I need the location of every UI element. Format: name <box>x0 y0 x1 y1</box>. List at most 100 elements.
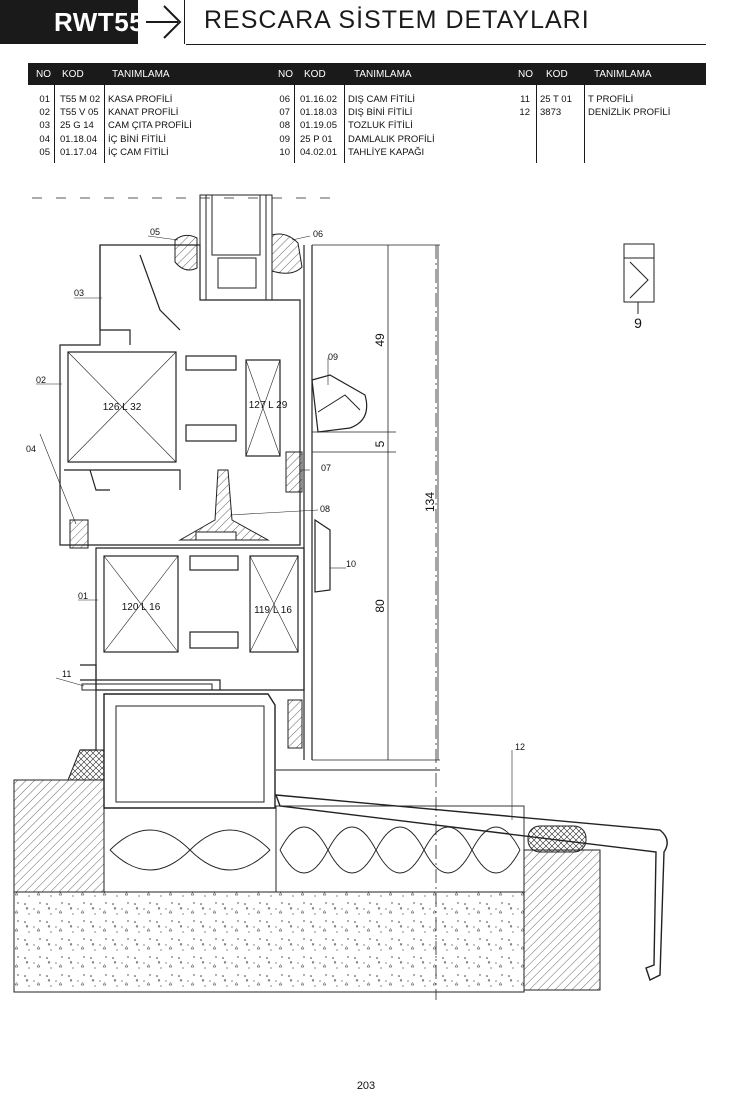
frame-profile <box>80 547 305 751</box>
wall-left <box>13 779 105 893</box>
no-column-1: 01 02 03 04 05 <box>34 93 50 159</box>
callout-label: 04 <box>26 444 36 454</box>
page-title: RESCARA SİSTEM DETAYLARI <box>204 6 590 34</box>
dimension-label: 49 <box>373 333 387 347</box>
callout-label: 01 <box>78 591 88 601</box>
table-cell: CAM ÇITA PROFİLİ <box>108 120 192 132</box>
table-cell: T PROFİLİ <box>588 94 634 105</box>
no-column-2: 06 07 08 09 10 <box>274 93 290 159</box>
table-body: 01 02 03 04 05 T55 M 02 T55 V 05 25 G 14… <box>28 85 706 163</box>
page-number: 203 <box>356 1080 376 1092</box>
table-cell: 25 T 01 <box>540 94 572 105</box>
kod-column-3: 25 T 01 3873 <box>540 93 572 119</box>
concrete-slab <box>13 891 525 993</box>
kod-column-2: 01.16.02 01.18.03 01.19.05 25 P 01 04.02… <box>300 93 337 159</box>
table-cell: 01.18.04 <box>60 133 97 145</box>
outer-glass-gasket <box>271 233 303 274</box>
chamber-label: 126 L 32 <box>103 402 142 413</box>
chamber-label: 120 L 16 <box>122 602 161 613</box>
inner-glass-gasket <box>174 234 198 271</box>
table-cell: 01.16.02 <box>300 94 337 105</box>
table-cell: 02 <box>39 107 50 119</box>
dimension-lines <box>312 244 440 761</box>
drain-cover <box>314 518 331 593</box>
outer-seal-gasket <box>285 451 303 493</box>
dimension-label: 80 <box>373 599 387 613</box>
col-no-1: NO <box>36 69 51 80</box>
col-kod-3: KOD <box>546 69 568 80</box>
table-cell: 01.18.03 <box>300 107 337 119</box>
table-header: NO KOD TANIMLAMA NO KOD TANIMLAMA NO KOD… <box>28 63 706 85</box>
table-cell: 3873 <box>540 107 562 119</box>
table-cell: 01.17.04 <box>60 146 97 158</box>
dimension-label: 5 <box>373 440 387 447</box>
col-no-2: NO <box>278 69 293 80</box>
chamber-label: 127 L 29 <box>249 400 288 411</box>
table-cell: DENİZLİK PROFİLİ <box>588 107 671 119</box>
callout-label: 10 <box>346 559 356 569</box>
arrow-right-icon <box>140 0 185 44</box>
table-cell: TOZLUK FİTİLİ <box>348 120 413 132</box>
table-cell: 10 <box>279 146 290 158</box>
glass-unit <box>199 194 273 301</box>
tanim-column-1: KASA PROFİLİ KANAT PROFİLİ CAM ÇITA PROF… <box>108 93 192 159</box>
table-cell: 01 <box>39 94 50 105</box>
profile-legend-symbol <box>623 243 655 314</box>
chamber-label: 119 L 16 <box>254 605 292 616</box>
dust-gasket <box>178 469 270 541</box>
no-column-3: 11 12 <box>514 93 530 119</box>
page-header: RWT55 RESCARA SİSTEM DETAYLARI <box>0 0 732 50</box>
table-cell: 04.02.01 <box>300 146 337 158</box>
col-tanim-3: TANIMLAMA <box>594 69 652 80</box>
drip-profile <box>311 374 368 433</box>
col-tanim-2: TANIMLAMA <box>354 69 412 80</box>
table-cell: 07 <box>279 107 290 119</box>
callout-label: 11 <box>62 669 71 679</box>
callout-label: 05 <box>150 227 160 237</box>
callout-label: 09 <box>328 352 338 362</box>
table-cell: TAHLİYE KAPAĞI <box>348 146 425 158</box>
callout-label: 03 <box>74 288 84 298</box>
sash-profile <box>59 244 313 760</box>
callout-label: 12 <box>515 742 525 752</box>
table-cell: 25 G 14 <box>60 120 94 132</box>
dimension-label: 134 <box>423 492 437 512</box>
table-cell: 06 <box>279 94 290 105</box>
table-cell: 01.19.05 <box>300 120 337 132</box>
table-cell: DIŞ BİNİ FİTİLİ <box>348 107 413 119</box>
table-cell: 03 <box>39 120 50 132</box>
tanim-column-3: T PROFİLİ DENİZLİK PROFİLİ <box>588 93 670 119</box>
table-cell: KASA PROFİLİ <box>108 94 173 105</box>
col-kod-2: KOD <box>304 69 326 80</box>
reinforcement-tube <box>103 693 276 809</box>
callout-label: 08 <box>320 504 330 514</box>
table-cell: İÇ CAM FİTİLİ <box>108 146 169 158</box>
table-cell: DAMLALIK PROFİLİ <box>348 133 435 145</box>
legend-number: 9 <box>634 315 642 331</box>
table-cell: T55 M 02 <box>60 94 101 105</box>
leader-lines <box>36 235 513 820</box>
header-divider <box>186 44 706 45</box>
window-sill-profile <box>274 794 668 981</box>
callout-label: 06 <box>313 229 323 239</box>
table-cell: T55 V 05 <box>60 107 99 119</box>
table-cell: 04 <box>39 133 50 145</box>
callout-label: 07 <box>321 463 331 473</box>
kod-column-1: T55 M 02 T55 V 05 25 G 14 01.18.04 01.17… <box>60 93 100 159</box>
table-cell: 25 P 01 <box>300 133 333 145</box>
table-cell: KANAT PROFİLİ <box>108 107 179 119</box>
col-no-3: NO <box>518 69 533 80</box>
callout-label: 02 <box>36 375 46 385</box>
table-cell: 08 <box>279 120 290 132</box>
insulation <box>103 805 525 893</box>
t-profile <box>81 683 213 691</box>
brand-label: RWT55 <box>0 0 144 44</box>
table-cell: İÇ BİNİ FİTİLİ <box>108 133 167 145</box>
inner-seal-gasket <box>69 519 89 549</box>
table-cell: 11 <box>520 94 530 105</box>
tanim-column-2: DIŞ CAM FİTİLİ DIŞ BİNİ FİTİLİ TOZLUK Fİ… <box>348 93 435 159</box>
table-cell: 12 <box>519 107 530 119</box>
wall-right <box>523 849 601 991</box>
col-tanim-1: TANIMLAMA <box>112 69 170 80</box>
table-cell: 09 <box>279 133 290 145</box>
